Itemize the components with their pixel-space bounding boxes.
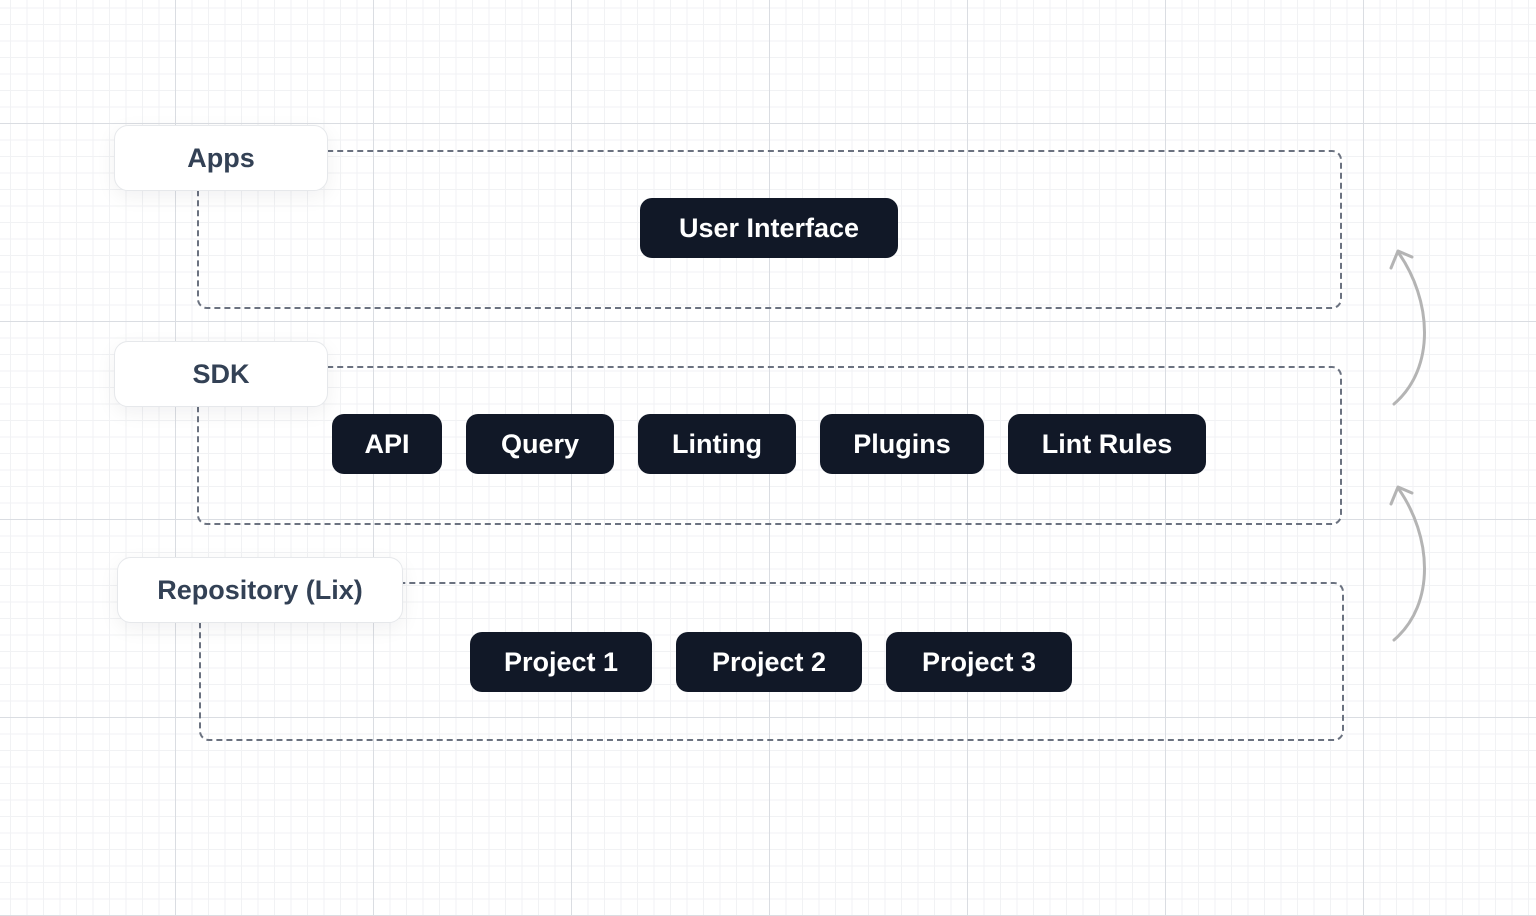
curved-up-arrow-icon (1389, 485, 1426, 642)
apps-layer-label: Apps (114, 125, 328, 191)
curved-up-arrow-icon (1389, 249, 1426, 406)
sdk-layer-label: SDK (114, 341, 328, 407)
linting-chip[interactable]: Linting (638, 414, 796, 474)
project-2-chip[interactable]: Project 2 (676, 632, 862, 692)
project-3-chip[interactable]: Project 3 (886, 632, 1072, 692)
project-1-chip[interactable]: Project 1 (470, 632, 652, 692)
query-chip[interactable]: Query (466, 414, 614, 474)
lint-rules-chip[interactable]: Lint Rules (1008, 414, 1206, 474)
repository-layer-label: Repository (Lix) (117, 557, 403, 623)
repository-layer-frame (199, 582, 1344, 741)
api-chip[interactable]: API (332, 414, 442, 474)
apps-layer-frame (197, 150, 1342, 309)
user-interface-chip[interactable]: User Interface (640, 198, 898, 258)
sdk-layer-frame (197, 366, 1342, 525)
plugins-chip[interactable]: Plugins (820, 414, 984, 474)
